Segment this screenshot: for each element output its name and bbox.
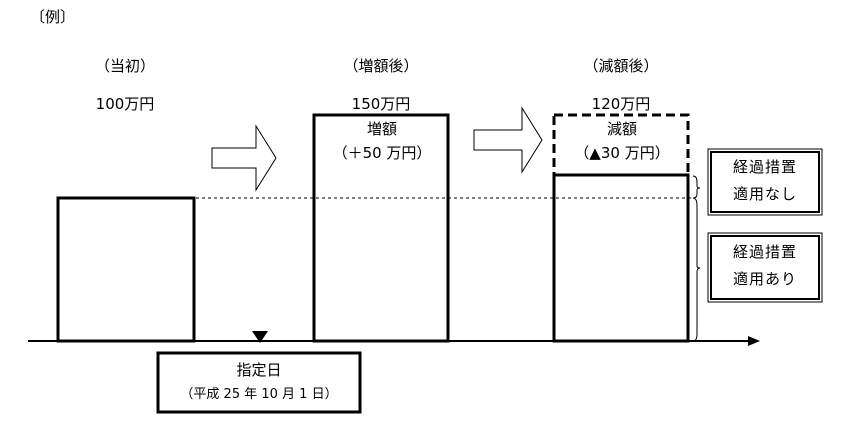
increase-box-title: 増額: [366, 120, 397, 138]
bar-increased: [312, 113, 450, 343]
arrow-right-icon: [211, 124, 277, 192]
arrow-right-icon: [473, 106, 543, 174]
designated-date-sub: （平成 25 年 10 月 1 日）: [180, 387, 338, 402]
legend-without-inner: [710, 151, 820, 213]
legend-without-line2: 適用なし: [732, 185, 797, 203]
legend-without-outer: [707, 148, 823, 216]
legend-with-line2: 適用あり: [732, 270, 797, 288]
stage-initial-amount: 100万円: [95, 95, 155, 113]
bar-initial: [56, 196, 196, 343]
stage-initial-heading: （当初）: [94, 57, 155, 75]
increase-box-sub: （＋50 万円）: [332, 144, 432, 162]
legend-with-inner: [710, 235, 820, 300]
stage-increased-amount: 150万円: [351, 95, 411, 113]
legend-with-line1: 経過措置: [732, 243, 797, 261]
stage-decreased-heading: （減額後）: [583, 57, 659, 75]
triangle-down-icon: [252, 331, 268, 343]
bar-decreased: [552, 173, 690, 343]
legend-with-outer: [707, 232, 823, 303]
decrease-box-sub: （▲30 万円）: [574, 144, 670, 162]
axis-arrowhead: [748, 336, 760, 346]
legend-without-line1: 経過措置: [732, 158, 797, 176]
example-label: 〔例〕: [30, 8, 76, 26]
decrease-box-title: 減額: [606, 120, 637, 138]
bar-decreased-removed-portion: [552, 113, 690, 177]
brace-with-icon: [692, 197, 701, 342]
stage-increased-heading: （増額後）: [343, 57, 419, 75]
brace-without-icon: [692, 175, 701, 199]
designated-date-box: [156, 351, 362, 414]
stage-decreased-amount: 120万円: [591, 95, 651, 113]
designated-date-title: 指定日: [236, 361, 282, 379]
